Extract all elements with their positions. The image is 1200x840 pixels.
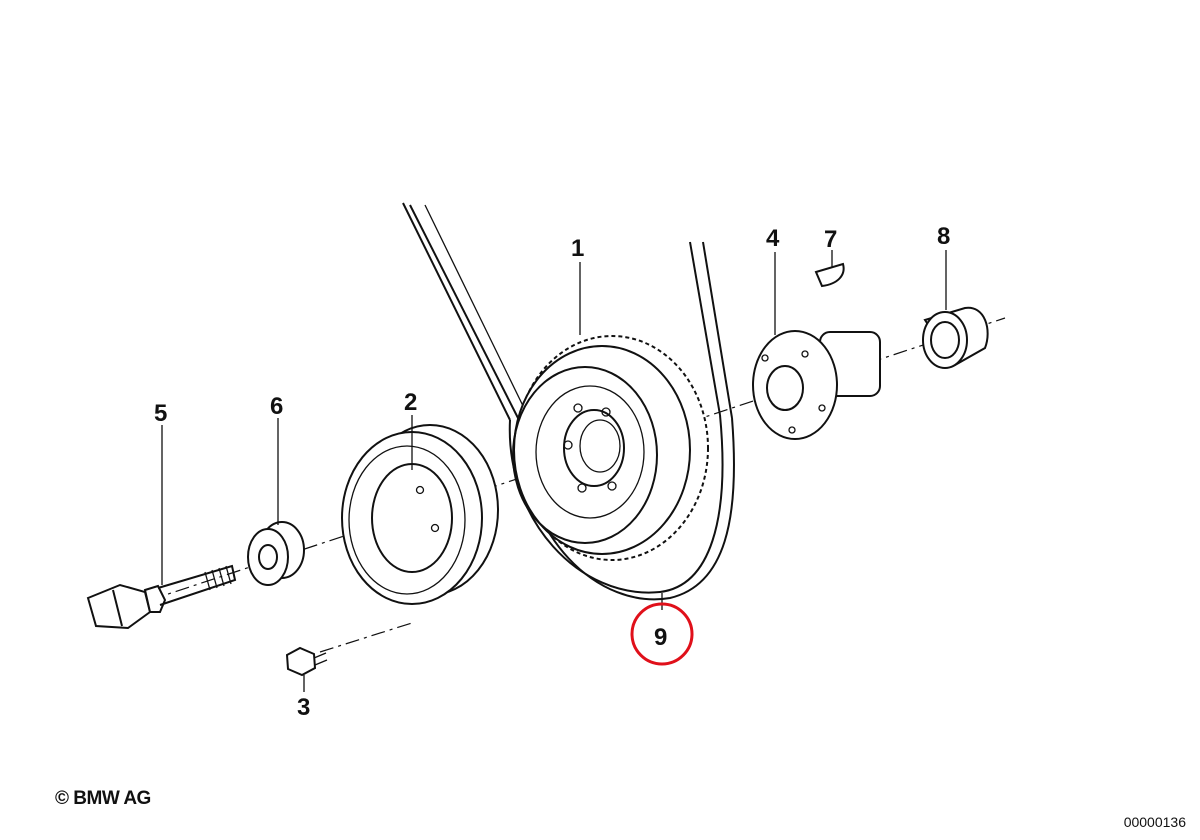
part-label-8: 8 — [937, 223, 950, 250]
part-label-3: 3 — [297, 694, 310, 721]
part-label-7: 7 — [824, 226, 837, 253]
part-label-5: 5 — [154, 400, 167, 427]
vibration-damper[interactable] — [512, 335, 709, 561]
woodruff-key[interactable] — [814, 262, 845, 288]
crank-sprocket[interactable] — [752, 330, 881, 440]
diagram-id: 00000136 — [1123, 814, 1186, 830]
spacer-ring[interactable] — [247, 521, 305, 586]
part-label-1: 1 — [571, 235, 584, 262]
pulley-bolt[interactable] — [285, 646, 328, 677]
central-bolt[interactable] — [86, 564, 237, 630]
bolt-axis — [319, 621, 416, 653]
belt-pulley[interactable] — [341, 424, 499, 605]
highlight-circle — [630, 602, 694, 666]
part-label-4: 4 — [766, 225, 780, 252]
part-label-9: 9 — [654, 624, 667, 651]
part-label-2: 2 — [404, 389, 417, 416]
bushing[interactable] — [922, 306, 989, 369]
copyright-notice: © BMW AG — [55, 788, 151, 809]
part-label-6: 6 — [270, 393, 283, 420]
